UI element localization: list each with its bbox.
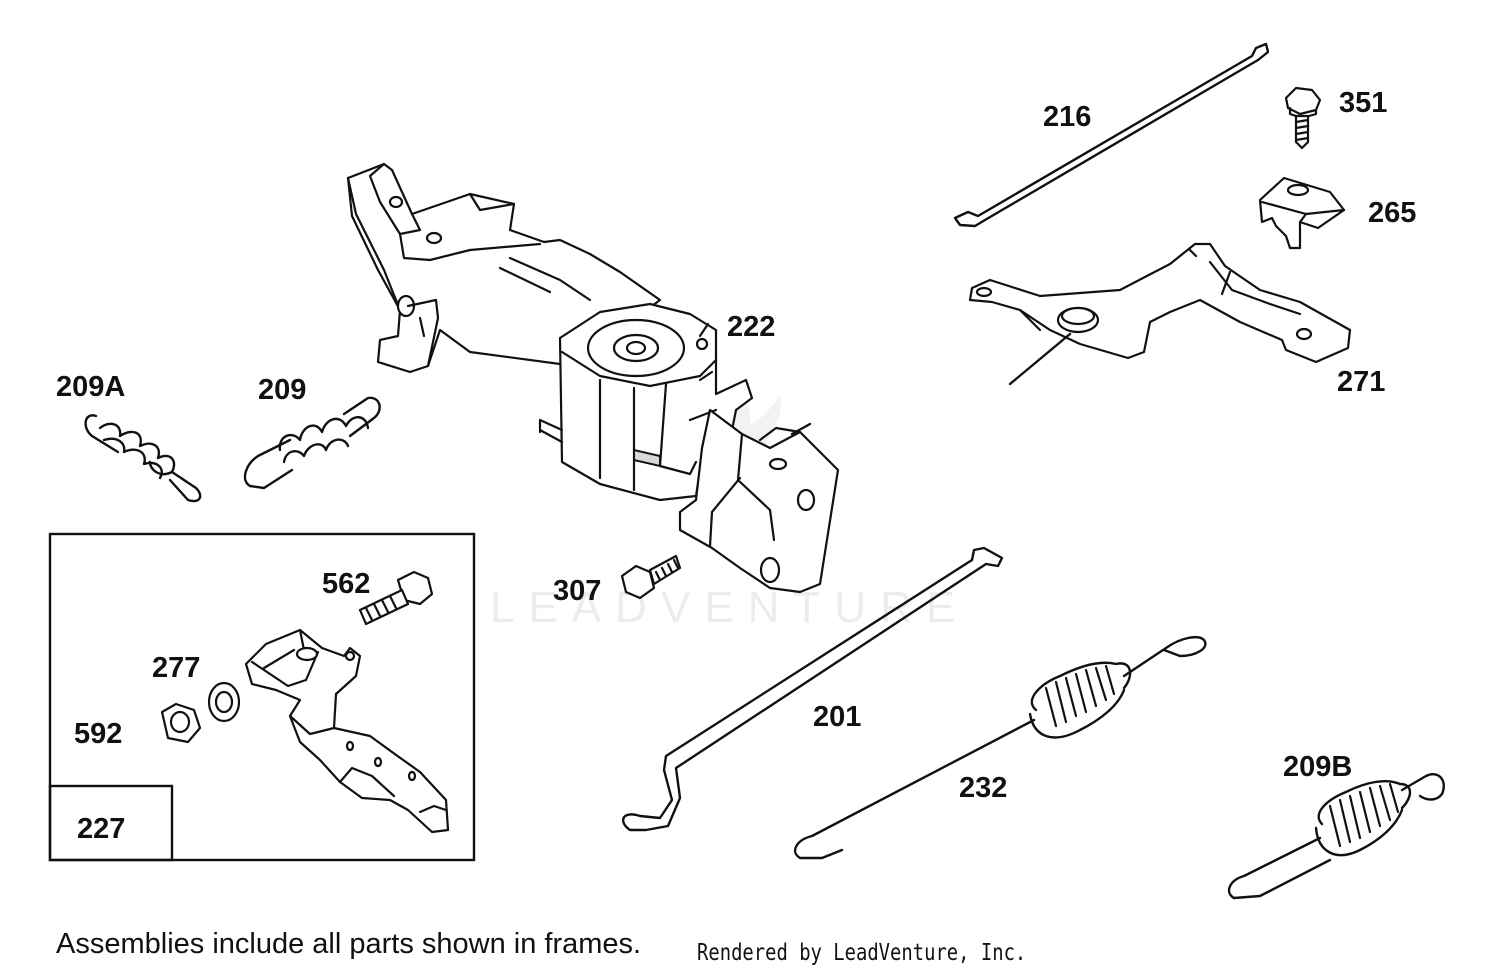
part-277-washer (207, 681, 241, 723)
callout-labels: 216 351 265 271 222 209A 209 307 562 277… (56, 87, 1416, 845)
part-271-bracket (968, 242, 1352, 386)
footer-credit: Rendered by LeadVenture, Inc. (697, 940, 1027, 966)
footer-assembly-note: Assemblies include all parts shown in fr… (56, 928, 642, 960)
part-562-bolt (358, 570, 434, 626)
part-main-bracket (346, 162, 662, 374)
callout-271: 271 (1337, 366, 1385, 398)
part-351-bolt (1284, 86, 1322, 150)
callout-222: 222 (727, 311, 775, 343)
callout-209B: 209B (1283, 751, 1352, 783)
part-307-screw (620, 554, 682, 600)
callout-307: 307 (553, 575, 601, 607)
callout-592: 592 (74, 718, 122, 750)
callout-209A: 209A (56, 371, 125, 403)
callout-232: 232 (959, 772, 1007, 804)
part-209A-spring (84, 414, 202, 503)
part-201-rod (621, 546, 1004, 832)
part-265-clip (1258, 176, 1346, 250)
part-592-nut (160, 702, 202, 744)
callout-265: 265 (1368, 197, 1416, 229)
callout-216: 216 (1043, 101, 1091, 133)
part-mount-plate (678, 408, 840, 594)
watermark-text: LEADVENTURE (490, 583, 969, 632)
part-209-spring (243, 396, 381, 490)
callout-351: 351 (1339, 87, 1387, 119)
callout-209: 209 (258, 374, 306, 406)
part-232-spring (793, 636, 1207, 860)
part-216-rod (953, 42, 1270, 228)
part-227-lever (244, 628, 450, 834)
assembly-frame-227 (48, 532, 476, 862)
callout-562: 562 (322, 568, 370, 600)
part-209B-spring (1227, 773, 1445, 900)
callout-201: 201 (813, 701, 861, 733)
callout-277: 277 (152, 652, 200, 684)
callout-227: 227 (77, 813, 125, 845)
